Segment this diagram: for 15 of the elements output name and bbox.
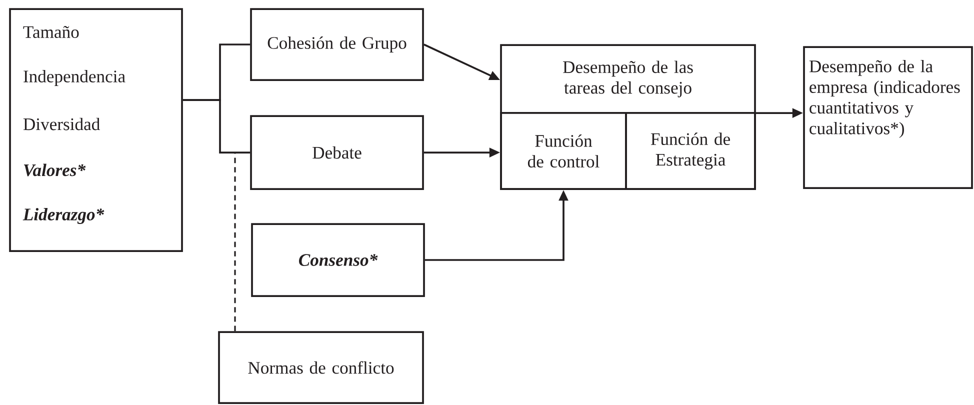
factor-label: Tamaño (23, 26, 79, 38)
factor-box (9, 8, 183, 252)
factor-label: Independencia (24, 70, 126, 86)
outcome-box: Desempeño de la empresa (indicadores cuantitativos y cualitativos*) (803, 46, 973, 189)
process-box: Debate (250, 115, 424, 190)
connector-line (182, 99, 250, 154)
process-box: Normas de conflicto (218, 331, 424, 404)
factor-label: Liderazgo* (22, 208, 104, 224)
function-cell: Función de control (500, 112, 627, 190)
factor-label: Valores* (24, 164, 86, 176)
process-box: Cohesión de Grupo (250, 8, 424, 81)
factor-label: Diversidad (23, 118, 100, 130)
process-box: Consenso* (251, 223, 425, 297)
leader-line (234, 152, 236, 332)
function-cell: Función de Estrategia (625, 112, 756, 190)
